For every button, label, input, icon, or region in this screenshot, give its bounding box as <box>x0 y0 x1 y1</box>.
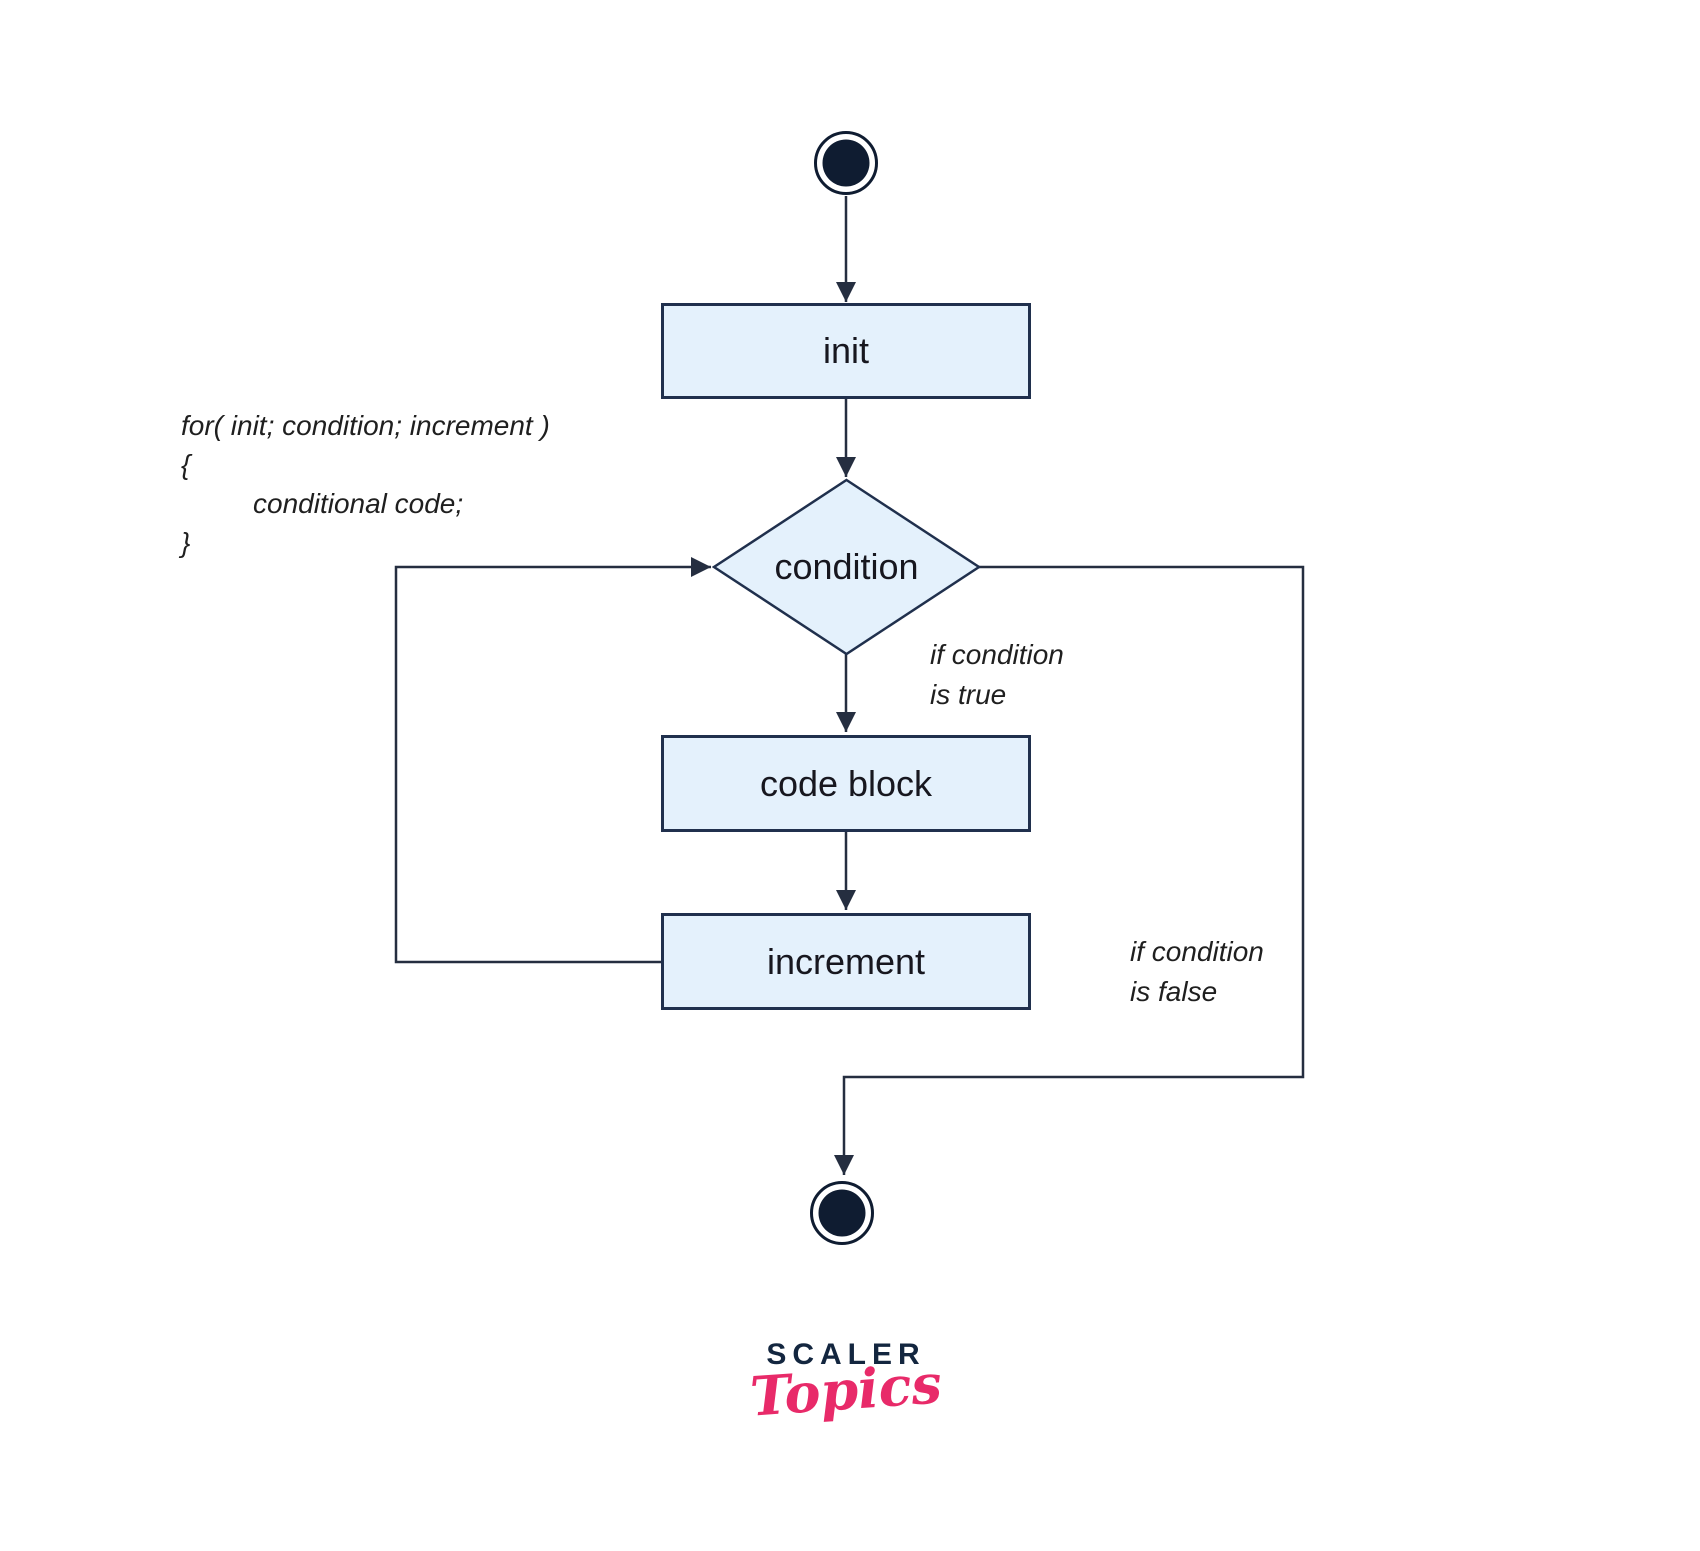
code-snippet-line-4: } <box>181 527 191 558</box>
true-branch-label-line-1: if condition <box>930 639 1064 670</box>
increment-node: increment <box>661 913 1031 1010</box>
code-snippet-line-2: { <box>181 449 191 480</box>
end-terminal-icon <box>818 1189 866 1237</box>
code-snippet-line-1: for( init; condition; increment ) <box>181 410 550 441</box>
true-branch-label: if condition is true <box>930 635 1064 715</box>
for-loop-code-snippet: for( init; condition; increment ) { cond… <box>181 406 550 562</box>
false-branch-label-line-1: if condition <box>1130 936 1264 967</box>
condition-node-label-wrap: condition <box>714 480 979 654</box>
true-branch-label-line-2: is true <box>930 679 1007 710</box>
start-terminal-icon <box>822 139 870 187</box>
false-branch-label: if condition is false <box>1130 932 1264 1012</box>
code-block-node-label: code block <box>759 762 933 804</box>
false-branch-path <box>834 565 1305 1175</box>
init-node: init <box>661 303 1031 399</box>
code-block-node: code block <box>661 735 1031 832</box>
code-snippet-line-3: conditional code; <box>253 488 464 519</box>
condition-diamond <box>711 478 982 656</box>
scaler-wordmark: SCALER <box>766 1338 926 1371</box>
end-terminal-ring <box>810 1181 874 1245</box>
false-branch-label-line-2: is false <box>1130 976 1218 1007</box>
condition-node-label: condition <box>774 546 919 587</box>
increment-node-label: increment <box>766 940 926 982</box>
start-terminal-ring <box>814 131 878 195</box>
loop-back-path <box>394 557 711 964</box>
init-node-label: init <box>822 330 870 371</box>
